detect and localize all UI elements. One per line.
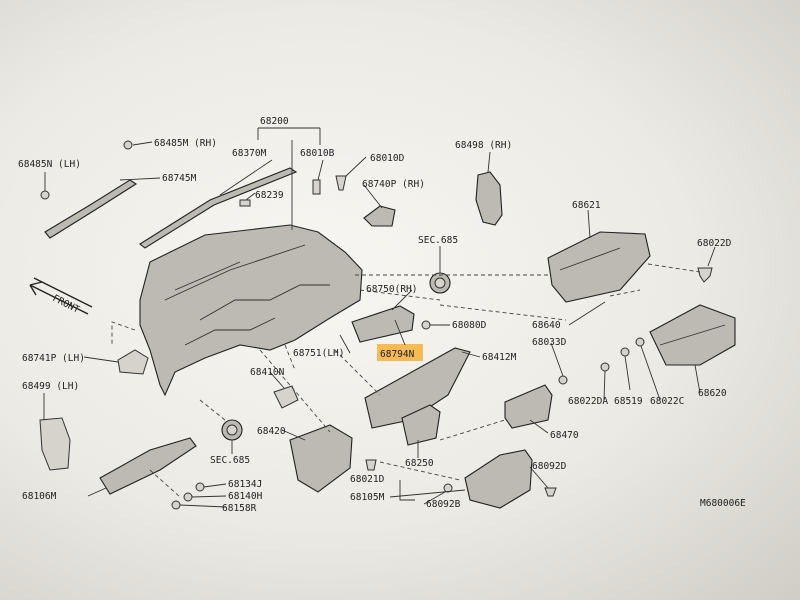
label-68200: 68200 (260, 116, 289, 127)
label-68092b: 68092B (426, 499, 461, 510)
label-68412m: 68412M (482, 352, 517, 363)
label-68485n: 68485N (LH) (18, 159, 81, 170)
clip-68140h-shape (183, 492, 193, 502)
label-68092d: 68092D (532, 461, 567, 472)
label-68158r: 68158R (222, 503, 257, 514)
clip-68239-shape (239, 199, 251, 207)
label-68010d: 68010D (370, 153, 405, 164)
clip-68010d-shape (335, 175, 347, 191)
label-front: FRONT (51, 293, 82, 316)
clip-68022da-shape (600, 362, 610, 372)
lower-panel-68106m-shape (99, 437, 197, 495)
label-68021d: 68021D (350, 474, 385, 485)
label-68010b: 68010B (300, 148, 335, 159)
label-68080d: 68080D (452, 320, 487, 331)
label-sec685-lower: SEC.685 (210, 455, 250, 466)
label-68485m: 68485M (RH) (154, 138, 217, 149)
label-68640: 68640 (532, 320, 561, 331)
label-68134j: 68134J (228, 479, 262, 490)
module-68250-shape (401, 404, 441, 446)
clip-68022c-shape (635, 337, 645, 347)
instrument-panel-shape (139, 224, 363, 397)
clip-68158r-shape (171, 500, 181, 510)
front-arrow-icon (29, 277, 93, 315)
clip-68485m-shape (123, 140, 133, 150)
label-68794n: 68794N (380, 349, 415, 360)
label-68420: 68420 (257, 426, 286, 437)
clip-68519-shape (620, 347, 630, 357)
vent-68741p-shape (117, 349, 149, 375)
label-68741p: 68741P (LH) (22, 353, 85, 364)
clip-68485n-shape (40, 190, 50, 200)
label-68106m: 68106M (22, 491, 57, 502)
label-68105m: 68105M (350, 492, 385, 503)
label-68022d: 68022D (697, 238, 732, 249)
center-vent-shape (351, 305, 415, 343)
part-68410n-shape (273, 385, 299, 409)
side-cover-68499-shape (39, 417, 71, 471)
label-68250: 68250 (405, 458, 434, 469)
label-68751: 68751(LH) (293, 348, 344, 359)
bolt-68092d-shape (544, 487, 557, 497)
label-68410n: 68410N (250, 367, 285, 378)
label-68620: 68620 (698, 388, 727, 399)
label-68621: 68621 (572, 200, 601, 211)
label-68033d: 68033D (532, 337, 567, 348)
label-68750: 68750(RH) (366, 284, 417, 295)
clip-68010b-shape (312, 179, 321, 195)
label-68022da: 68022DA (568, 396, 608, 407)
part-68470-shape (504, 384, 553, 429)
clip-68033d-shape (558, 375, 568, 385)
label-68498: 68498 (RH) (455, 140, 512, 151)
label-68370m: 68370M (232, 148, 267, 159)
label-68499: 68499 (LH) (22, 381, 79, 392)
clip-68092b-shape (443, 483, 453, 493)
label-68470: 68470 (550, 430, 579, 441)
label-68519: 68519 (614, 396, 643, 407)
vent-68740p-shape (363, 205, 396, 227)
clip-68021d-shape (365, 459, 377, 471)
label-68239: 68239 (255, 190, 284, 201)
nut-68080d-shape (421, 320, 431, 330)
label-68022c: 68022C (650, 396, 684, 407)
side-cover-68498-shape (475, 171, 503, 226)
side-strip-shape (44, 179, 138, 239)
label-68740p: 68740P (RH) (362, 179, 425, 190)
bolt-68022d-shape (697, 267, 713, 283)
glove-lid-68621-shape (547, 231, 651, 303)
highlight-68794n (377, 344, 423, 361)
label-68745m: 68745M (162, 173, 197, 184)
center-trim-68412m-shape (364, 347, 471, 429)
defroster-strip-shape (139, 167, 298, 249)
label-68140h: 68140H (228, 491, 263, 502)
diagram-code: M680006E (700, 498, 746, 509)
cluster-lid-68420-shape (289, 424, 353, 493)
lower-center-68105m-shape (464, 449, 533, 509)
label-sec685-upper: SEC.685 (418, 235, 458, 246)
clip-68134j-shape (195, 482, 205, 492)
